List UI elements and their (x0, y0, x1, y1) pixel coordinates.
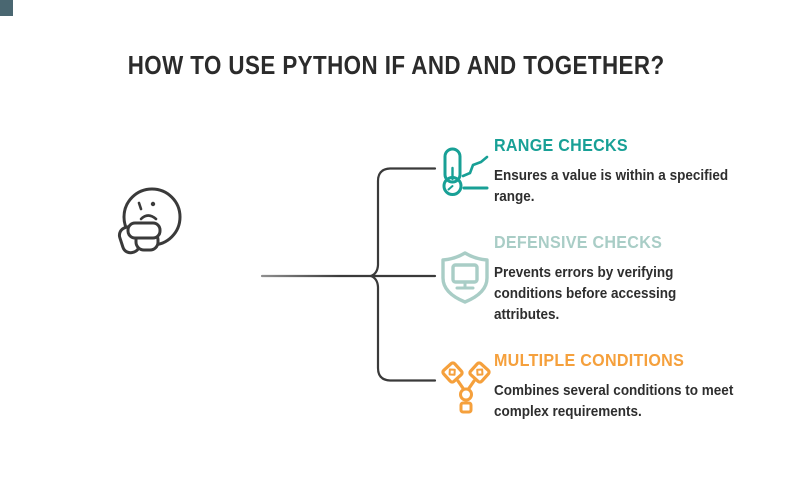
page-title: HOW TO USE PYTHON IF AND AND TOGETHER? (0, 52, 792, 79)
item-range-checks-body: Ensures a value is within a specified ra… (494, 167, 729, 205)
corner-mark (0, 0, 13, 16)
branch-connector-lines (260, 167, 437, 382)
page-title-text: HOW TO USE PYTHON IF AND AND TOGETHER? (127, 50, 665, 80)
crossed-pistons-icon (441, 361, 491, 414)
item-range-checks: RANGE CHECKS Ensures a value is within a… (494, 135, 764, 207)
item-multiple-conditions: MULTIPLE CONDITIONS Combines several con… (494, 350, 764, 422)
item-multiple-conditions-heading: MULTIPLE CONDITIONS (494, 350, 685, 370)
item-defensive-checks: DEFENSIVE CHECKS Prevents errors by veri… (494, 232, 764, 325)
item-defensive-checks-body: Prevents errors by verifying conditions … (494, 264, 677, 323)
thermometer-trend-icon (442, 147, 489, 196)
item-range-checks-heading: RANGE CHECKS (494, 135, 628, 155)
item-defensive-checks-heading: DEFENSIVE CHECKS (494, 232, 663, 252)
item-multiple-conditions-body: Combines several conditions to meet comp… (494, 382, 734, 420)
shield-monitor-icon (441, 251, 489, 304)
thinking-face-icon (117, 187, 182, 255)
